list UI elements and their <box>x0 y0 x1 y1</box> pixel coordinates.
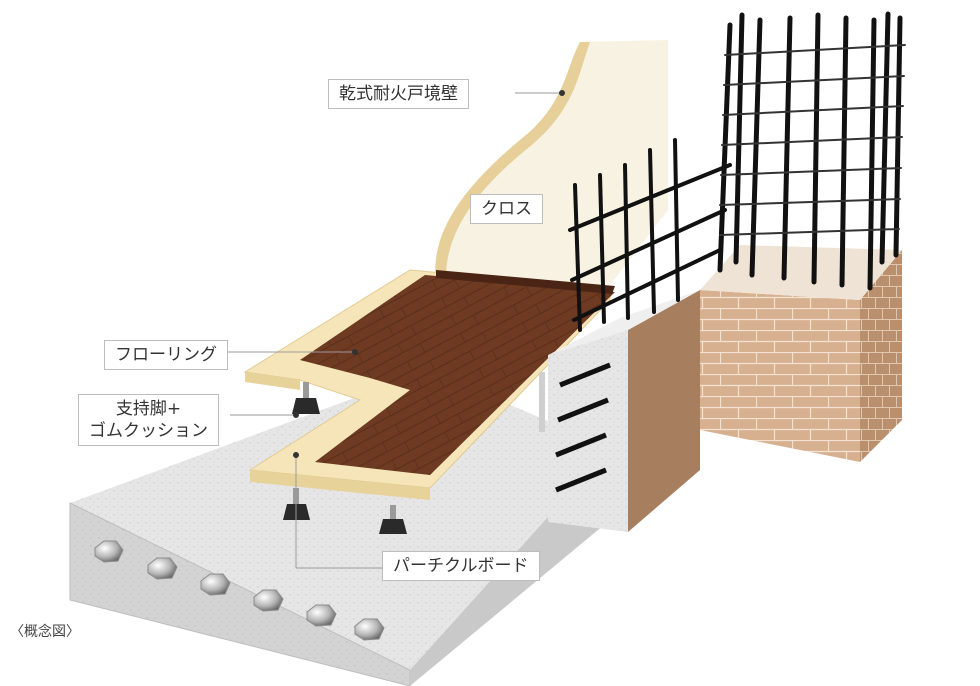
slab-hollow-holes <box>94 540 385 641</box>
label-support-leg-line1: 支持脚+ <box>115 399 182 419</box>
fireproof-wall <box>435 40 668 285</box>
diagram-caption: 〈概念図〉 <box>10 624 80 640</box>
brick-wall <box>700 245 902 462</box>
label-particle-board: パーチクルボード <box>382 551 540 581</box>
label-fireproof-wall: 乾式耐火戸境壁 <box>328 79 469 109</box>
label-flooring: フローリング <box>104 340 228 370</box>
flooring <box>300 270 615 475</box>
label-support-leg-line2: ゴムクッション <box>89 421 208 441</box>
label-support-leg: 支持脚+ ゴムクッション <box>78 394 219 446</box>
rebar-cage <box>568 11 906 332</box>
leader-lines <box>220 90 565 569</box>
concrete-column <box>539 290 700 532</box>
label-cloth: クロス <box>470 194 543 224</box>
